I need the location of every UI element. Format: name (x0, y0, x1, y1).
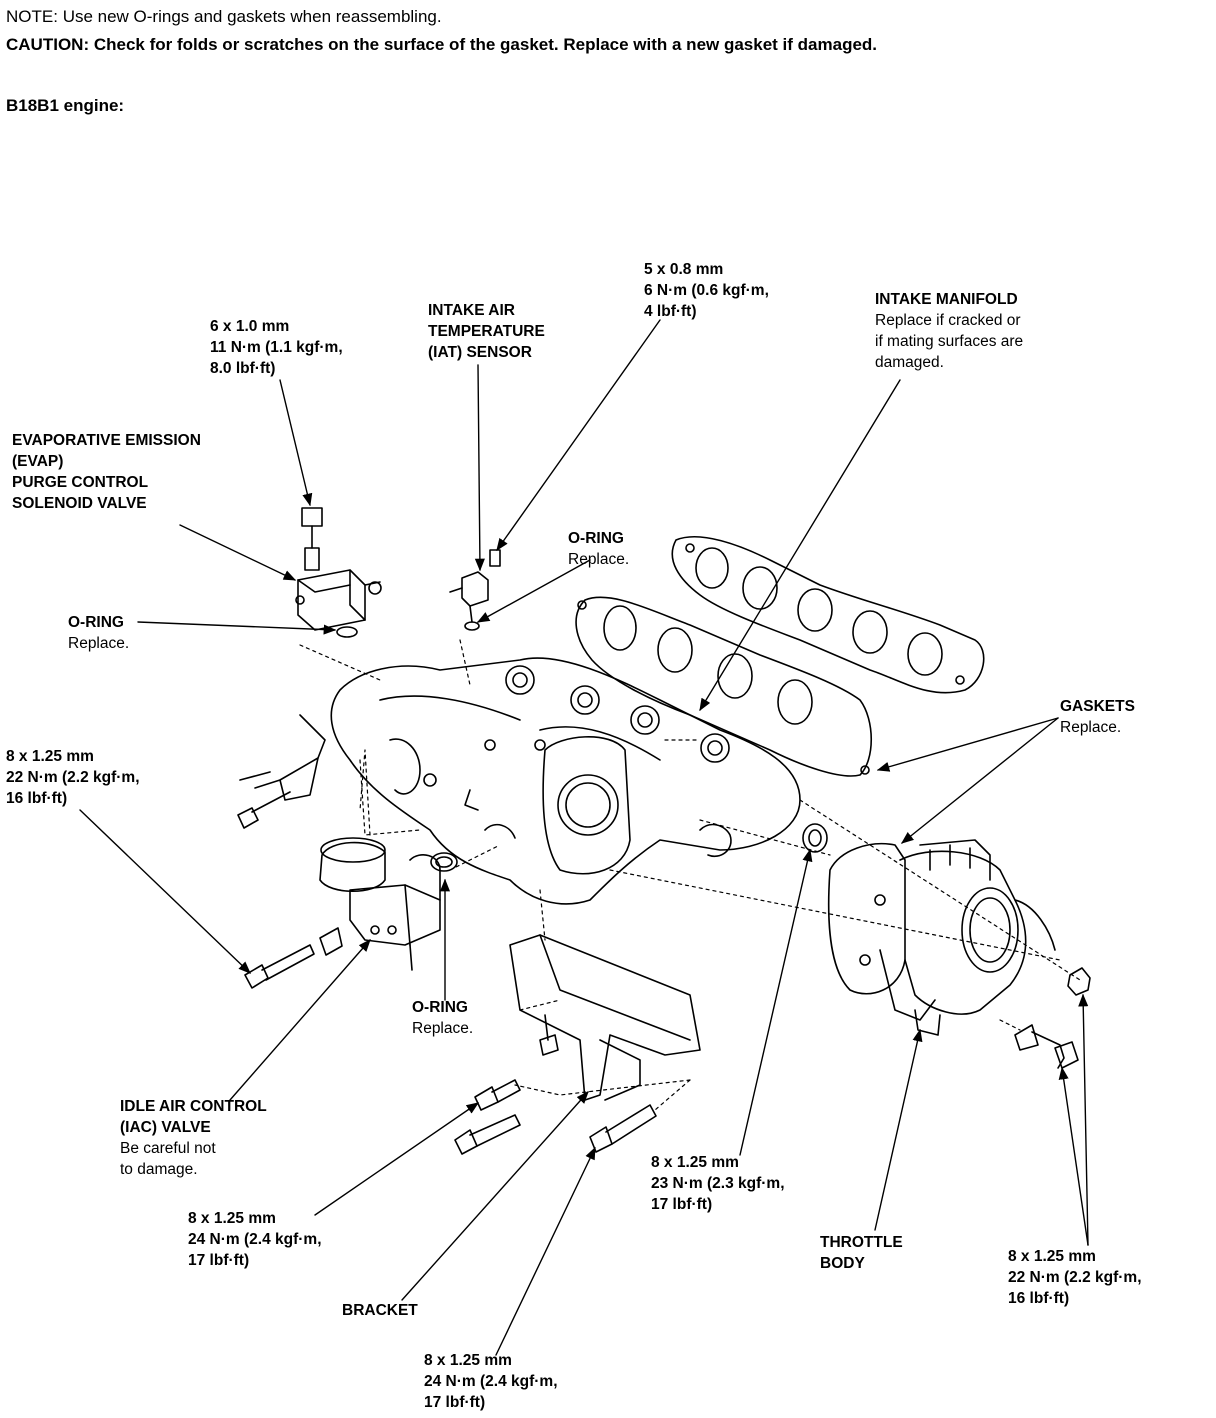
engine-label: B18B1 engine: (6, 96, 125, 115)
bolt-size: 5 x 0.8 mm (644, 261, 724, 278)
caution-text: Check for folds or scratches on the surf… (93, 35, 878, 54)
caution-prefix: CAUTION: (6, 35, 90, 54)
callout-bolt-6x10: 6 x 1.0 mm 11 N·m (1.1 kgf·m, 8.0 lbf·ft… (210, 316, 343, 379)
assembly-lines (299, 639, 1081, 1111)
bolt-size: 6 x 1.0 mm (210, 318, 290, 335)
iac-oring (430, 852, 458, 872)
oring-title: O-RING (68, 614, 124, 631)
leader-lines (79, 319, 1089, 1356)
callout-evap-valve: EVAPORATIVE EMISSION (EVAP) PURGE CONTRO… (12, 430, 201, 514)
throttle-line-1: THROTTLE (820, 1234, 903, 1251)
bolt-torque: 6 N·m (0.6 kgf·m, (644, 282, 769, 299)
intake-manifold-note-3: damaged. (875, 354, 944, 371)
note-prefix: NOTE: (6, 7, 58, 26)
oring-title: O-RING (568, 530, 624, 547)
bolt-torque-imperial: 16 lbf·ft) (6, 790, 68, 807)
bolt-torque: 22 N·m (2.2 kgf·m, (6, 769, 140, 786)
callout-bolt-bottom-8x125: 8 x 1.25 mm 24 N·m (2.4 kgf·m, 17 lbf·ft… (424, 1350, 558, 1413)
manifold-gasket-rear (671, 536, 985, 694)
evap-line-1: EVAPORATIVE EMISSION (12, 432, 201, 449)
iac-line-1: IDLE AIR CONTROL (120, 1098, 267, 1115)
callout-intake-manifold: INTAKE MANIFOLD Replace if cracked or if… (875, 289, 1023, 373)
bolt-torque: 24 N·m (2.4 kgf·m, (188, 1231, 322, 1248)
bolt-torque-imperial: 16 lbf·ft) (1008, 1290, 1070, 1307)
gaskets-sub: Replace. (1060, 719, 1122, 736)
intake-manifold-note-1: Replace if cracked or (875, 312, 1021, 329)
oring-sub: Replace. (412, 1020, 474, 1037)
bolt-torque-imperial: 8.0 lbf·ft) (210, 360, 276, 377)
bolt-size: 8 x 1.25 mm (6, 748, 94, 765)
bolt-size: 8 x 1.25 mm (188, 1210, 276, 1227)
iac-line-2: (IAC) VALVE (120, 1119, 211, 1136)
callout-oring-top: O-RING Replace. (568, 528, 629, 570)
intake-manifold-title: INTAKE MANIFOLD (875, 291, 1018, 308)
evap-line-2: (EVAP) (12, 453, 64, 470)
oring-sub: Replace. (568, 551, 630, 568)
iat-sensor (449, 549, 501, 631)
manifold-gasket-front (575, 596, 873, 777)
bolt-size: 8 x 1.25 mm (424, 1352, 512, 1369)
callout-bolt-5x08: 5 x 0.8 mm 6 N·m (0.6 kgf·m, 4 lbf·ft) (644, 259, 769, 322)
callout-bolt-right-8x125: 8 x 1.25 mm 22 N·m (2.2 kgf·m, 16 lbf·ft… (1008, 1246, 1142, 1309)
oring-sub: Replace. (68, 635, 130, 652)
iac-note-1: Be careful not (120, 1140, 216, 1157)
bolt-size: 8 x 1.25 mm (651, 1154, 739, 1171)
callout-bolt-mid-8x125: 8 x 1.25 mm 23 N·m (2.3 kgf·m, 17 lbf·ft… (651, 1152, 785, 1215)
bolt-torque-imperial: 17 lbf·ft) (188, 1252, 250, 1269)
gaskets-title: GASKETS (1060, 698, 1135, 715)
iac-note-2: to damage. (120, 1161, 198, 1178)
iat-line-2: TEMPERATURE (428, 323, 545, 340)
evap-line-3: PURGE CONTROL (12, 474, 149, 491)
evap-valve (295, 507, 382, 631)
bolt-torque-imperial: 4 lbf·ft) (644, 303, 697, 320)
caution-line: CAUTION: Check for folds or scratches on… (6, 34, 877, 55)
bolt-torque: 22 N·m (2.2 kgf·m, (1008, 1269, 1142, 1286)
throttle-line-2: BODY (820, 1255, 865, 1272)
evap-line-4: SOLENOID VALVE (12, 495, 147, 512)
bolt-torque: 24 N·m (2.4 kgf·m, (424, 1373, 558, 1390)
bracket-title: BRACKET (342, 1302, 418, 1319)
callout-oring-bottom: O-RING Replace. (412, 997, 473, 1039)
callout-bolt-left-8x125: 8 x 1.25 mm 22 N·m (2.2 kgf·m, 16 lbf·ft… (6, 746, 140, 809)
throttle-gasket (802, 823, 828, 853)
callout-bolt-iac-8x125: 8 x 1.25 mm 24 N·m (2.4 kgf·m, 17 lbf·ft… (188, 1208, 322, 1271)
bolt-torque-imperial: 17 lbf·ft) (651, 1196, 713, 1213)
iac-bolt (244, 927, 343, 989)
callout-throttle-body: THROTTLE BODY (820, 1232, 903, 1274)
throttle-nuts (1014, 967, 1091, 1069)
intake-manifold-body (330, 657, 801, 905)
bracket-part (509, 934, 701, 1101)
bolt-torque: 11 N·m (1.1 kgf·m, (210, 339, 343, 356)
evap-oring (336, 626, 358, 638)
note-text: Use new O-rings and gaskets when reassem… (62, 7, 442, 26)
note-line: NOTE: Use new O-rings and gaskets when r… (6, 6, 442, 27)
bolt-torque-imperial: 17 lbf·ft) (424, 1394, 486, 1411)
iac-valve (319, 837, 441, 971)
callout-oring-left: O-RING Replace. (68, 612, 129, 654)
iat-line-3: (IAT) SENSOR (428, 344, 532, 361)
throttle-body (827, 839, 1056, 1036)
callout-iac-valve: IDLE AIR CONTROL (IAC) VALVE Be careful … (120, 1096, 267, 1180)
bolt-size: 8 x 1.25 mm (1008, 1248, 1096, 1265)
iat-line-1: INTAKE AIR (428, 302, 515, 319)
bolt-torque: 23 N·m (2.3 kgf·m, (651, 1175, 785, 1192)
intake-manifold-note-2: if mating surfaces are (875, 333, 1024, 350)
oring-title: O-RING (412, 999, 468, 1016)
small-bracket (237, 714, 326, 829)
callout-gaskets: GASKETS Replace. (1060, 696, 1135, 738)
callout-iat-sensor: INTAKE AIR TEMPERATURE (IAT) SENSOR (428, 300, 545, 363)
callout-bracket: BRACKET (342, 1300, 418, 1321)
